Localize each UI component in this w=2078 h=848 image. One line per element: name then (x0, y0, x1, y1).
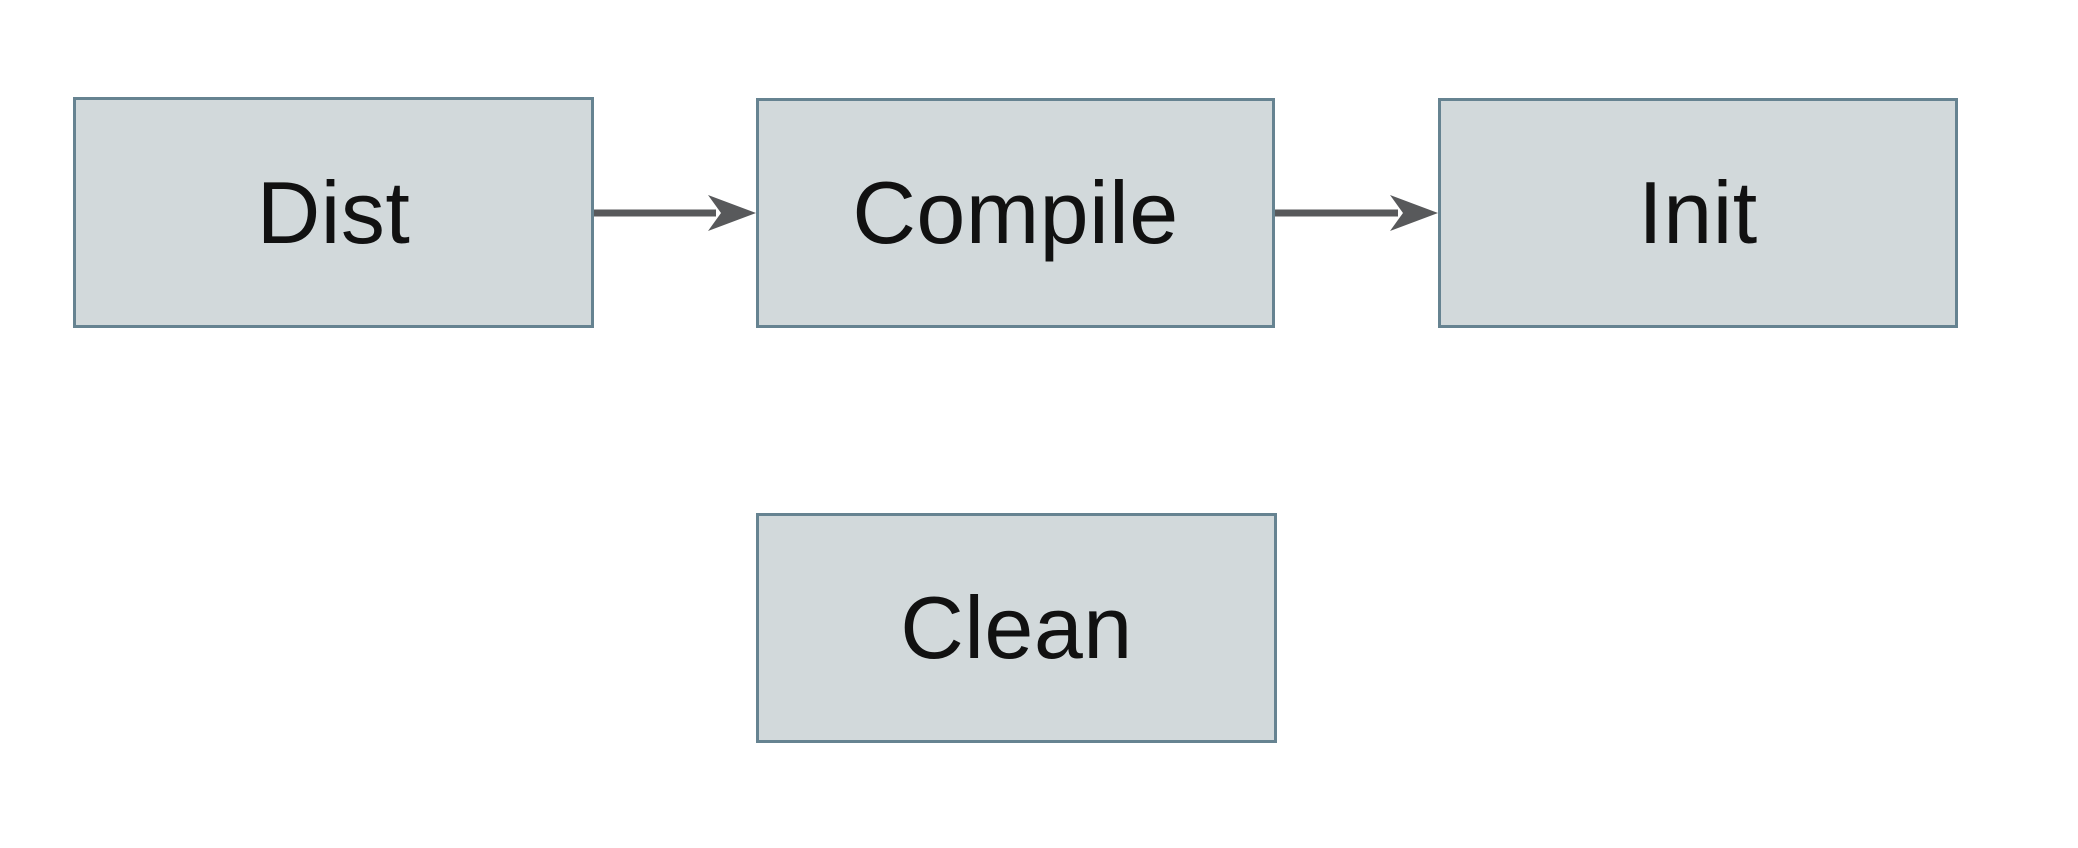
node-clean: Clean (756, 513, 1277, 743)
node-dist: Dist (73, 97, 594, 328)
node-init: Init (1438, 98, 1958, 328)
node-compile: Compile (756, 98, 1275, 328)
node-dist-label: Dist (256, 162, 411, 262)
arrow-dist-to-compile (594, 195, 756, 231)
node-clean-label: Clean (900, 578, 1133, 677)
node-compile-label: Compile (852, 163, 1179, 262)
arrowhead-icon (708, 195, 756, 231)
arrowhead-icon (1390, 195, 1438, 231)
arrow-compile-to-init (1275, 195, 1438, 231)
node-init-label: Init (1638, 163, 1758, 262)
